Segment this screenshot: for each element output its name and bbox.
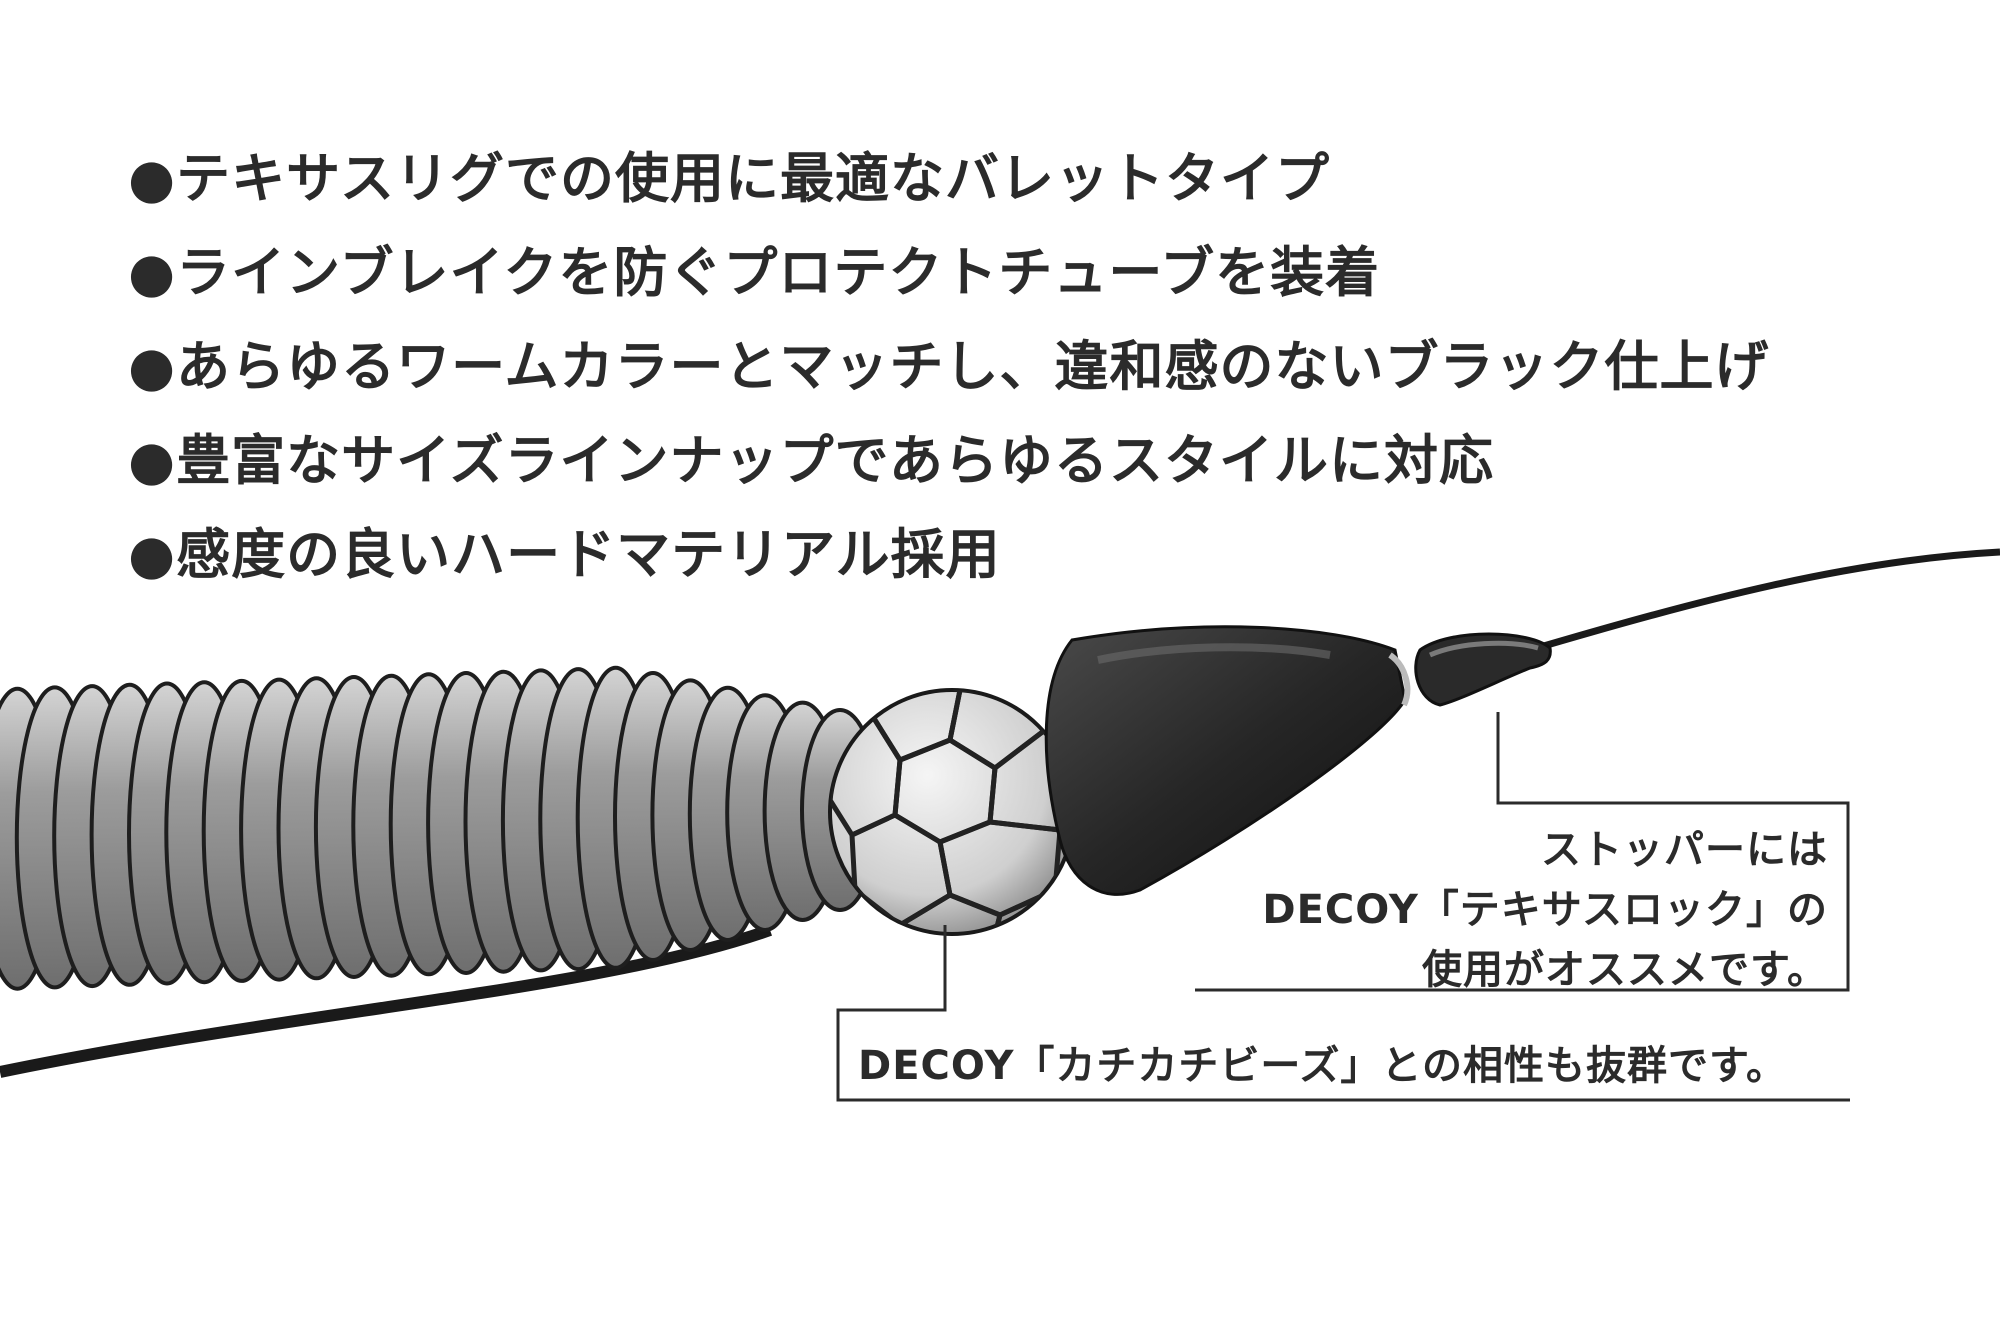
stopper-callout: ストッパーには DECOY「テキサスロック」の 使用がオススメです。 xyxy=(1262,820,1828,1000)
fishing-line xyxy=(1529,548,2000,654)
feature-item: ●感度の良いハードマテリアル採用 xyxy=(128,523,1001,586)
feature-list: ●テキサスリグでの使用に最適なバレットタイプ ●ラインブレイクを防ぐプロテクトチ… xyxy=(128,132,1770,602)
beads-callout: DECOY「カチカチビーズ」との相性も抜群です。 xyxy=(858,1043,1788,1089)
stopper-leader-line xyxy=(1195,712,1850,992)
feature-item: ●ラインブレイクを防ぐプロテクトチューブを装着 xyxy=(128,241,1381,304)
hex-bead xyxy=(828,688,1076,936)
stopper-callout-line: 使用がオススメです。 xyxy=(1422,947,1828,993)
feature-item: ●豊富なサイズラインナップであらゆるスタイルに対応 xyxy=(128,429,1494,492)
worm-tail-line xyxy=(0,924,772,1078)
stopper-callout-line: ストッパーには xyxy=(1541,827,1828,873)
stopper-callout-line: DECOY「テキサスロック」の xyxy=(1262,887,1828,933)
feature-item: ●あらゆるワームカラーとマッチし、違和感のないブラック仕上げ xyxy=(128,335,1770,398)
feature-item: ●テキサスリグでの使用に最適なバレットタイプ xyxy=(128,147,1331,210)
worm-body xyxy=(0,665,880,991)
beads-leader-line xyxy=(836,925,1850,1102)
bullet-sinker xyxy=(1044,625,1411,896)
protect-tube xyxy=(1414,632,1552,707)
